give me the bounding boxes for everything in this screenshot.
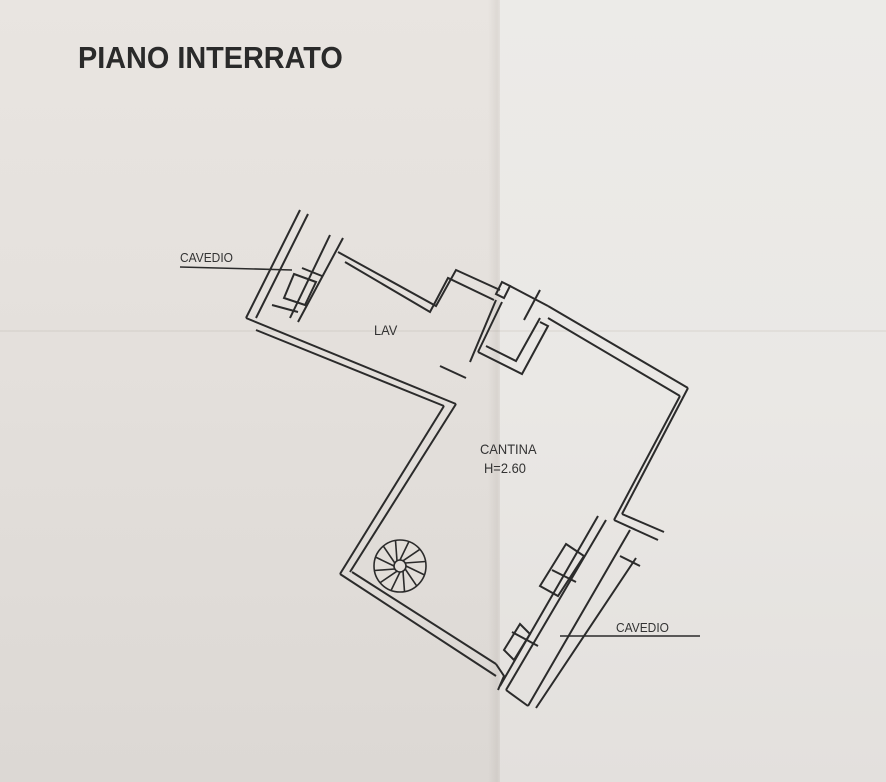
staircase-steps (374, 540, 426, 592)
door-tick-top (523, 289, 541, 321)
room-label-lav: LAV (374, 322, 398, 338)
cavedio-left-opening (282, 272, 318, 307)
cavedio-right-wall-2 (527, 529, 631, 707)
floor-title: PIANO INTERRATO (78, 40, 343, 75)
cantina-bottom-wall-inner (351, 571, 497, 665)
cavedio-right-wall-inner (505, 519, 607, 691)
staircase-step (374, 568, 395, 572)
spiral-staircase (373, 539, 427, 593)
cavedio-right-tick-1 (551, 569, 577, 583)
paper-fold (0, 330, 886, 332)
lav-cantina-divider-inner (477, 301, 503, 353)
staircase-step (404, 568, 418, 587)
lav-top-wall-outer (337, 251, 501, 308)
cavedio-right-opening (538, 542, 586, 598)
cantina-right-wall-outer (621, 387, 689, 515)
staircase-step (399, 541, 410, 561)
lav-bottom-wall-inner (255, 329, 445, 407)
cavedio-right-label: CAVEDIO (616, 620, 669, 635)
lav-top-wall-inner (344, 261, 495, 314)
staircase-step (402, 571, 406, 592)
cantina-bottom-wall-outer (339, 573, 497, 677)
staircase-step (382, 545, 396, 564)
cantina-left-wall-inner (339, 405, 445, 575)
cantina-left-wall-outer (349, 403, 457, 573)
staircase-outer-circle (373, 539, 427, 593)
cantina-inner-box (477, 321, 550, 376)
cavedio-left-label: CAVEDIO (180, 250, 233, 265)
wall-post (494, 280, 512, 300)
room-height-cantina: H=2.60 (484, 460, 526, 476)
cavedio-right-lower-opening (502, 622, 532, 662)
staircase-step (394, 540, 398, 561)
cavedio-left-wall-outer (245, 209, 301, 319)
cantina-top-wall-inner (547, 317, 681, 397)
cavedio-left-tick (301, 267, 323, 277)
cantina-right-wall-inner (613, 395, 681, 521)
cavedio-right-wall-3 (535, 557, 637, 709)
cantina-right-notch (621, 513, 665, 533)
staircase-step (405, 560, 426, 564)
cavedio-left-bottom (271, 304, 299, 313)
cavedio-left-leader (179, 266, 293, 271)
staircase-step (379, 570, 398, 584)
staircase-step (390, 571, 401, 591)
door-tick-lav (439, 365, 467, 379)
cantina-right-notch-inner (613, 519, 659, 541)
cavedio-left-wall-right (289, 234, 331, 319)
staircase-step (405, 565, 425, 576)
cavedio-right-top (619, 555, 641, 567)
cantina-bottom-corner (495, 663, 506, 691)
cavedio-left-wall-right2 (297, 237, 344, 323)
room-label-cantina: CANTINA (480, 441, 537, 457)
paper-right-panel (500, 0, 886, 782)
cantina-inner-box-inner (485, 317, 541, 363)
staircase-step (402, 548, 421, 562)
leader-lines (179, 266, 700, 637)
lav-bottom-wall-outer (245, 317, 457, 405)
staircase-step (375, 556, 395, 567)
lav-cantina-divider (469, 299, 497, 363)
cavedio-right-bottom (505, 689, 529, 707)
lav-to-cantina-top (509, 285, 549, 307)
cavedio-left-wall-inner (255, 213, 309, 319)
cantina-top-wall-outer (547, 305, 689, 389)
outer-walls (245, 209, 689, 709)
cavedio-right-tick-2 (511, 631, 539, 647)
